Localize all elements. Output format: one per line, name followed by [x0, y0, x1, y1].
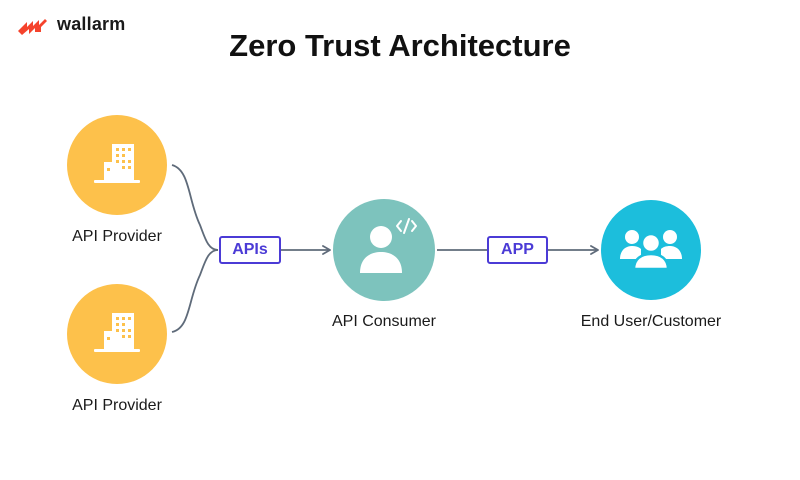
users-group-icon: [620, 230, 682, 259]
consumer-node: [333, 199, 435, 301]
page-title: Zero Trust Architecture: [229, 28, 571, 63]
connector-provider-bottom: [171, 249, 219, 333]
wallarm-logo-icon: [18, 19, 47, 35]
provider-bottom-label: API Provider: [72, 397, 162, 414]
developer-icon: [360, 218, 417, 273]
apis-edge-label: APIs: [219, 236, 281, 264]
end-user-label: End User/Customer: [580, 313, 722, 330]
wallarm-wordmark: wallarm: [57, 13, 126, 34]
provider-bottom-node: [67, 284, 167, 384]
connector-provider-top: [171, 164, 219, 251]
consumer-label: API Consumer: [331, 313, 437, 330]
wallarm-logo: wallarm: [16, 12, 125, 36]
provider-top-node: [67, 115, 167, 215]
provider-top-label: API Provider: [72, 228, 162, 245]
end-user-node: [601, 200, 701, 300]
app-edge-label: APP: [487, 236, 548, 264]
